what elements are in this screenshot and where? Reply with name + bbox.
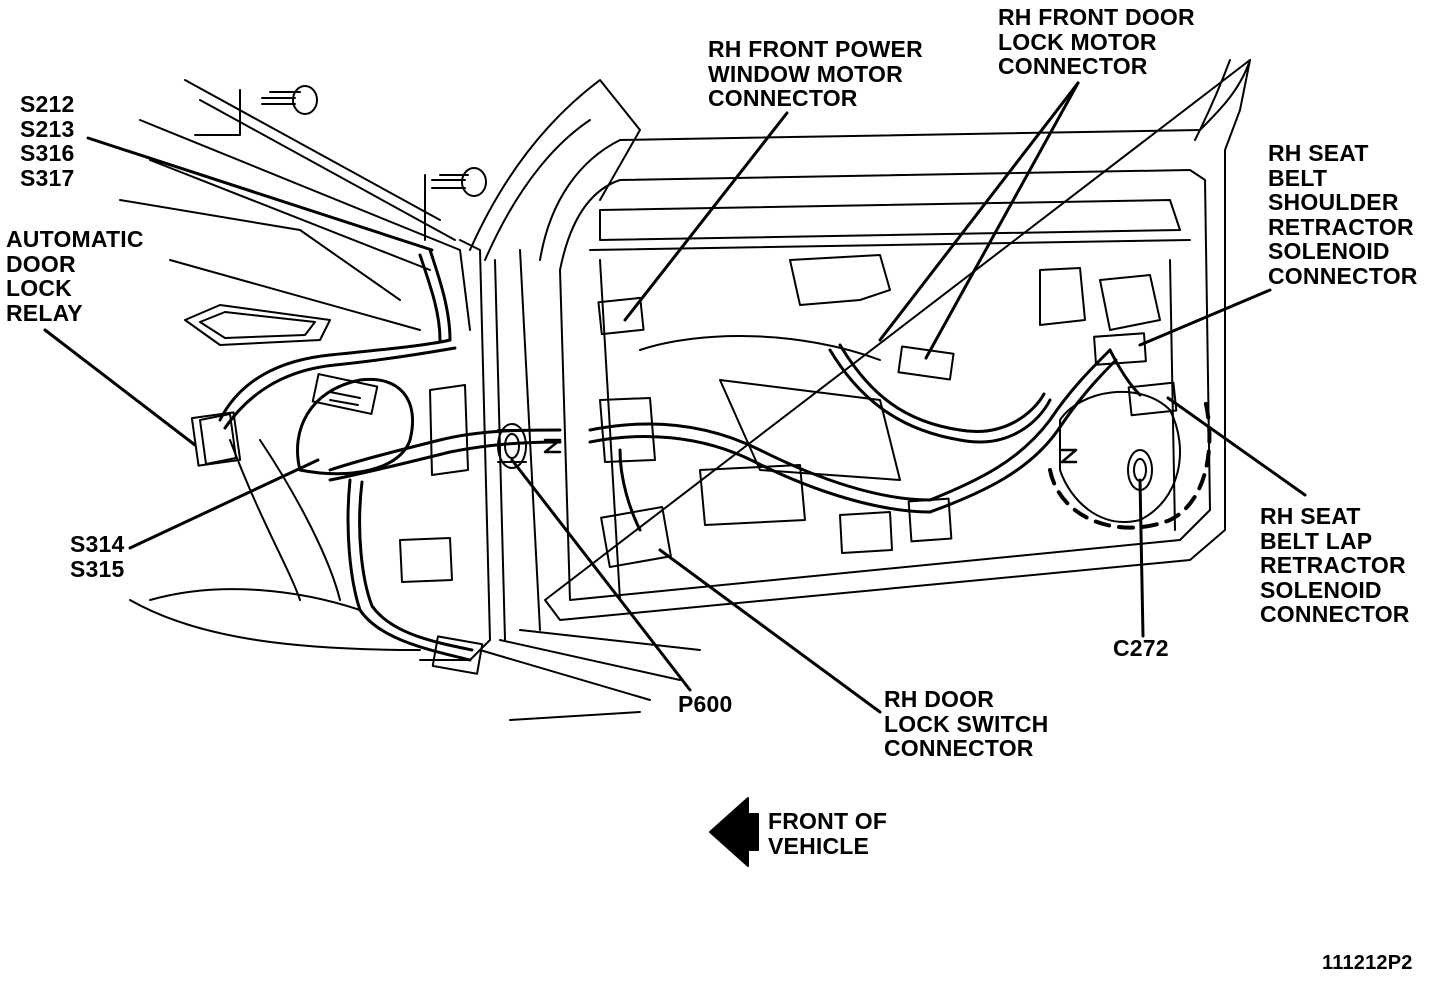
- wiring-harness: [218, 248, 1142, 662]
- leader-splices-top: [86, 136, 434, 252]
- door-panel-openings: [399, 254, 1181, 583]
- label-shoulder-retractor-connector: RH SEAT BELT SHOULDER RETRACTOR SOLENOID…: [1268, 140, 1418, 289]
- label-window-motor-connector: RH FRONT POWER WINDOW MOTOR CONNECTOR: [708, 36, 923, 111]
- car-body-outline: [119, 79, 701, 721]
- leader-p600: [510, 458, 692, 692]
- dash-vent: [184, 304, 331, 346]
- leader-shoulder-retractor: [1138, 288, 1272, 347]
- shoulder-retractor-connector-body: [1093, 332, 1147, 366]
- leader-lap-retractor: [1166, 396, 1307, 497]
- leader-auto-lock-relay: [43, 328, 197, 447]
- label-front-of-vehicle: FRONT OF VEHICLE: [768, 808, 888, 859]
- leader-c272: [1138, 478, 1145, 638]
- lock-motor-connector-body: [897, 345, 955, 381]
- window-motor-connector-body: [597, 296, 645, 336]
- connectors: [190, 296, 1178, 675]
- leader-lock-motor-a: [878, 81, 1080, 342]
- label-lock-switch-connector: RH DOOR LOCK SWITCH CONNECTOR: [884, 686, 1049, 761]
- label-splices-top: S212 S213 S316 S317: [20, 91, 75, 191]
- push-fasteners: [194, 85, 487, 241]
- figure-reference: 111212P2: [1322, 952, 1413, 974]
- label-p600: P600: [678, 691, 733, 717]
- label-splices-bottom: S314 S315: [70, 531, 125, 582]
- leader-lock-motor-b: [924, 81, 1080, 360]
- grommet-arc: [1048, 398, 1212, 530]
- auto-lock-relay-body: [190, 411, 242, 467]
- leader-lines: [43, 81, 1307, 714]
- front-arrow-icon: [709, 797, 759, 867]
- label-lap-retractor-connector: RH SEAT BELT LAP RETRACTOR SOLENOID CONN…: [1260, 503, 1410, 627]
- leader-lock-switch: [658, 548, 882, 714]
- label-c272: C272: [1113, 635, 1169, 661]
- lock-switch-connector-body: [600, 505, 672, 569]
- lap-retractor-connector-body: [1127, 381, 1178, 417]
- label-lock-motor-connector: RH FRONT DOOR LOCK MOTOR CONNECTOR: [998, 4, 1195, 79]
- label-auto-lock-relay: AUTOMATIC DOOR LOCK RELAY: [6, 226, 144, 326]
- leader-window-motor: [623, 111, 789, 322]
- leader-splices-bottom: [128, 458, 320, 550]
- wire-z-marks: [543, 438, 1078, 464]
